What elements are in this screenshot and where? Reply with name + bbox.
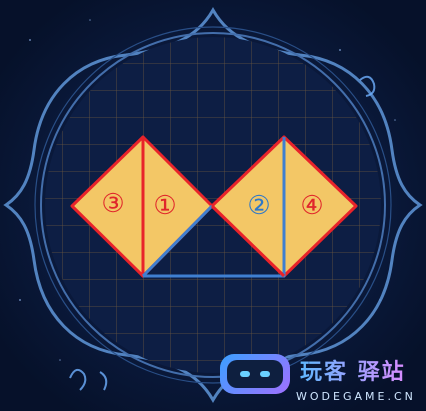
- piece-1-label: ①: [153, 191, 176, 221]
- pieces: [70, 135, 358, 278]
- piece-3-label: ③: [101, 189, 124, 219]
- ornate-frame: [3, 6, 423, 404]
- robot-face-icon: [220, 354, 290, 394]
- watermark-url: WODEGAME.CN: [296, 390, 416, 403]
- piece-2-label: ②: [247, 191, 270, 221]
- watermark-title: 玩客 驿站: [300, 354, 406, 386]
- piece-4-label: ④: [300, 191, 323, 221]
- watermark: 玩客 驿站 WODEGAME.CN: [220, 352, 420, 408]
- rune-decoration: [69, 75, 376, 391]
- red-diagonal-line: [210, 204, 286, 278]
- blue-diagonal-line: [141, 204, 214, 278]
